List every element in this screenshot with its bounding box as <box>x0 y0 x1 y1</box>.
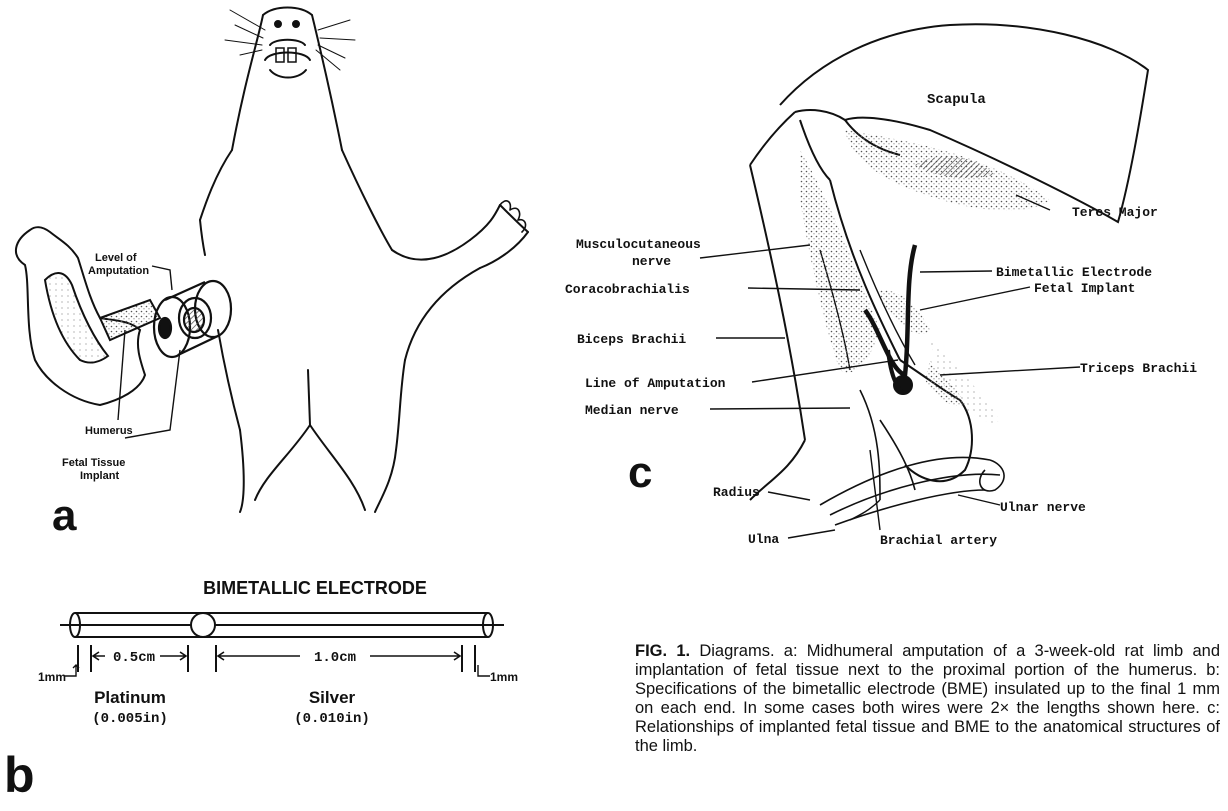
label-amputation: Amputation <box>88 265 149 277</box>
label-fetal-implant-a: Implant <box>80 470 119 482</box>
panel-b-labels: 0.5cm 1.0cm 1mm 1mm Platinum (0.005in) S… <box>38 650 518 727</box>
label-ulnar-nerve: Ulnar nerve <box>1000 500 1086 515</box>
figure-caption: FIG. 1. Diagrams. a: Midhumeral amputati… <box>635 642 1220 756</box>
panel-a-rat-drawing <box>200 8 528 513</box>
panel-a-amputated-limb <box>16 227 160 405</box>
panel-b-letter: b <box>4 747 35 803</box>
caption-fig-label: FIG. 1. <box>635 642 690 660</box>
panel-a-letter: a <box>52 491 77 540</box>
label-brachial-artery: Brachial artery <box>880 533 997 548</box>
label-coracobrachialis: Coracobrachialis <box>565 282 690 297</box>
panel-a-implant-cylinder <box>154 281 231 357</box>
caption-text: Diagrams. a: Midhumeral amputation of a … <box>635 642 1220 755</box>
panel-b-title: BIMETALLIC ELECTRODE <box>203 578 427 598</box>
end-right: 1mm <box>490 670 518 684</box>
dim-left: 0.5cm <box>113 650 155 666</box>
end-left: 1mm <box>38 670 66 684</box>
panel-c-letter: c <box>628 448 652 497</box>
label-level-of: Level of <box>95 252 137 264</box>
label-fetal-tissue: Fetal Tissue <box>62 457 125 469</box>
label-line-of-amputation: Line of Amputation <box>585 376 726 391</box>
label-teres-major: Teres Major <box>1072 205 1158 220</box>
label-fetal-implant-c: Fetal Implant <box>1034 281 1135 296</box>
label-humerus: Humerus <box>85 425 133 437</box>
label-scapula: Scapula <box>927 92 986 108</box>
label-biceps-brachii: Biceps Brachii <box>577 332 686 347</box>
panel-b-electrode-drawing <box>60 613 504 676</box>
metal-left: Platinum <box>94 688 166 707</box>
label-median-nerve: Median nerve <box>585 403 679 418</box>
panel-a-labels: Level of Amputation Humerus Fetal Tissue… <box>62 252 149 482</box>
label-musculocutaneous: Musculocutaneous <box>576 237 701 252</box>
dim-right: 1.0cm <box>314 650 356 666</box>
panel-a-leader-lines <box>118 266 180 438</box>
metal-right: Silver <box>309 688 356 707</box>
metal-left-size: (0.005in) <box>92 711 168 727</box>
label-bimetallic-electrode: Bimetallic Electrode <box>996 265 1152 280</box>
label-radius: Radius <box>713 485 760 500</box>
label-nerve: nerve <box>632 254 671 269</box>
label-ulna: Ulna <box>748 532 779 547</box>
label-triceps-brachii: Triceps Brachii <box>1080 361 1197 376</box>
metal-right-size: (0.010in) <box>294 711 370 727</box>
